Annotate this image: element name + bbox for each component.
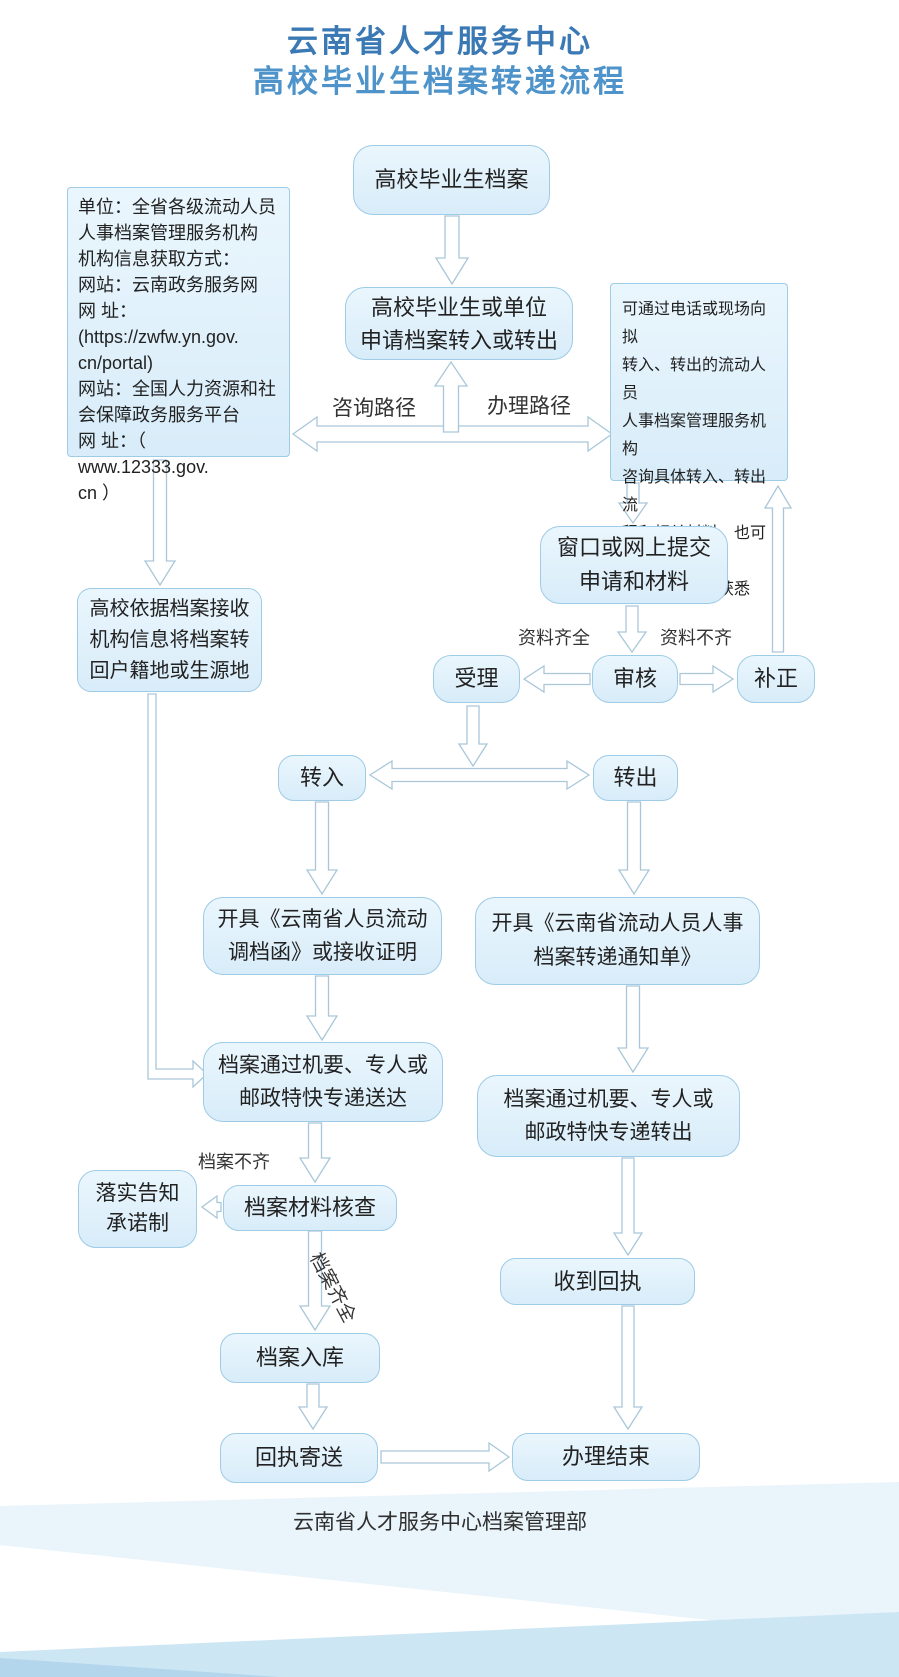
- node-receipt-received: 收到回执: [500, 1258, 695, 1305]
- info-left-line6: cn/portal): [78, 353, 154, 373]
- node-commitment-line2: 承诺制: [106, 1212, 169, 1235]
- node-commitment: 落实告知 承诺制: [78, 1170, 197, 1248]
- label-materials-complete: 资料齐全: [518, 628, 590, 648]
- node-check: 档案材料核查: [223, 1185, 397, 1231]
- info-right-line4: 咨询具体转入、转出流: [622, 469, 767, 514]
- node-deliver-out-line2: 邮政特快专递转出: [524, 1121, 693, 1144]
- node-finish-text: 办理结束: [561, 1444, 650, 1469]
- node-deliver-in: 档案通过机要、专人或 邮政特快专递送达: [203, 1042, 443, 1122]
- node-finish: 办理结束: [512, 1433, 700, 1481]
- node-transfer-in: 转入: [278, 755, 366, 801]
- node-transfer-out-text: 转出: [613, 765, 658, 790]
- node-review: 审核: [592, 655, 678, 703]
- node-submit: 窗口或网上提交 申请和材料: [540, 526, 728, 604]
- node-receipt-received-text: 收到回执: [553, 1268, 642, 1294]
- footer-text: 云南省人才服务中心档案管理部: [293, 1511, 587, 1534]
- node-issue-letter-line1: 开具《云南省人员流动: [217, 908, 428, 931]
- label-file-incomplete: 档案不齐: [198, 1152, 270, 1172]
- node-transfer-out: 转出: [593, 755, 678, 801]
- node-deliver-in-line2: 邮政特快专递送达: [239, 1087, 407, 1110]
- node-storage: 档案入库: [220, 1333, 380, 1383]
- info-box-right: 可通过电话或现场向拟 转入、转出的流动人员 人事档案管理服务机构 咨询具体转入、…: [610, 283, 788, 598]
- info-left-line9: 网 址：（ www.12333.gov.: [78, 431, 209, 477]
- info-left-line5: 网 址：(https://zwfw.yn.gov.: [78, 301, 239, 347]
- node-transfer-back-line3: 回户籍地或生源地: [89, 659, 250, 682]
- node-transfer-back-line1: 高校依据档案接收: [89, 597, 250, 620]
- node-issue-letter: 开具《云南省人员流动 调档函》或接收证明: [203, 897, 442, 975]
- info-left-line1: 单位：全省各级流动人员: [78, 197, 276, 217]
- info-left-line10: cn ）: [78, 483, 121, 503]
- node-correct-text: 补正: [753, 666, 798, 691]
- node-archive-text: 高校毕业生档案: [374, 167, 529, 192]
- node-transfer-back: 高校依据档案接收 机构信息将档案转 回户籍地或生源地: [77, 588, 262, 692]
- node-deliver-out-line1: 档案通过机要、专人或: [503, 1088, 714, 1111]
- info-left-line8: 会保障政务服务平台: [78, 405, 240, 425]
- info-left-line4: 网站：云南政务服务网: [78, 275, 258, 295]
- label-handle-path: 办理路径: [487, 395, 571, 418]
- node-issue-notice-line2: 档案转递通知单》: [533, 946, 702, 969]
- node-archive: 高校毕业生档案: [353, 145, 550, 215]
- node-check-text: 档案材料核查: [243, 1195, 376, 1220]
- node-commitment-line1: 落实告知: [95, 1182, 180, 1205]
- node-apply-line1: 高校毕业生或单位: [370, 294, 547, 320]
- info-right-line2: 转入、转出的流动人员: [622, 357, 767, 402]
- node-correct: 补正: [737, 655, 815, 703]
- node-submit-line1: 窗口或网上提交: [556, 535, 711, 560]
- label-materials-incomplete: 资料不齐: [660, 628, 732, 648]
- node-submit-line2: 申请和材料: [578, 569, 689, 594]
- node-review-text: 审核: [612, 666, 657, 691]
- page-title-line2: 高校毕业生档案转递流程: [253, 64, 627, 99]
- node-apply: 高校毕业生或单位 申请档案转入或转出: [345, 287, 573, 360]
- node-accept-text: 受理: [454, 666, 499, 691]
- node-issue-letter-line2: 调档函》或接收证明: [228, 941, 417, 964]
- node-receipt-sent: 回执寄送: [220, 1433, 378, 1483]
- info-right-line1: 可通过电话或现场向拟: [622, 301, 767, 346]
- info-right-line3: 人事档案管理服务机构: [622, 413, 767, 458]
- node-accept: 受理: [433, 655, 520, 703]
- node-deliver-out: 档案通过机要、专人或 邮政特快专递转出: [477, 1075, 740, 1157]
- node-transfer-back-line2: 机构信息将档案转: [89, 628, 250, 651]
- node-storage-text: 档案入库: [255, 1345, 344, 1370]
- node-deliver-in-line1: 档案通过机要、专人或: [218, 1054, 428, 1077]
- page-title-line1: 云南省人才服务中心: [287, 24, 593, 59]
- info-left-line2: 人事档案管理服务机构: [78, 223, 258, 243]
- node-issue-notice: 开具《云南省流动人员人事 档案转递通知单》: [475, 897, 760, 985]
- info-left-line3: 机构信息获取方式：: [78, 249, 240, 269]
- node-receipt-sent-text: 回执寄送: [254, 1445, 343, 1470]
- info-left-line7: 网站：全国人力资源和社: [78, 379, 276, 399]
- node-transfer-in-text: 转入: [299, 765, 344, 790]
- label-consult-path: 咨询路径: [332, 397, 416, 420]
- node-issue-notice-line1: 开具《云南省流动人员人事: [491, 912, 744, 935]
- info-box-left: 单位：全省各级流动人员 人事档案管理服务机构 机构信息获取方式： 网站：云南政务…: [67, 187, 290, 503]
- node-apply-line2: 申请档案转入或转出: [359, 327, 558, 353]
